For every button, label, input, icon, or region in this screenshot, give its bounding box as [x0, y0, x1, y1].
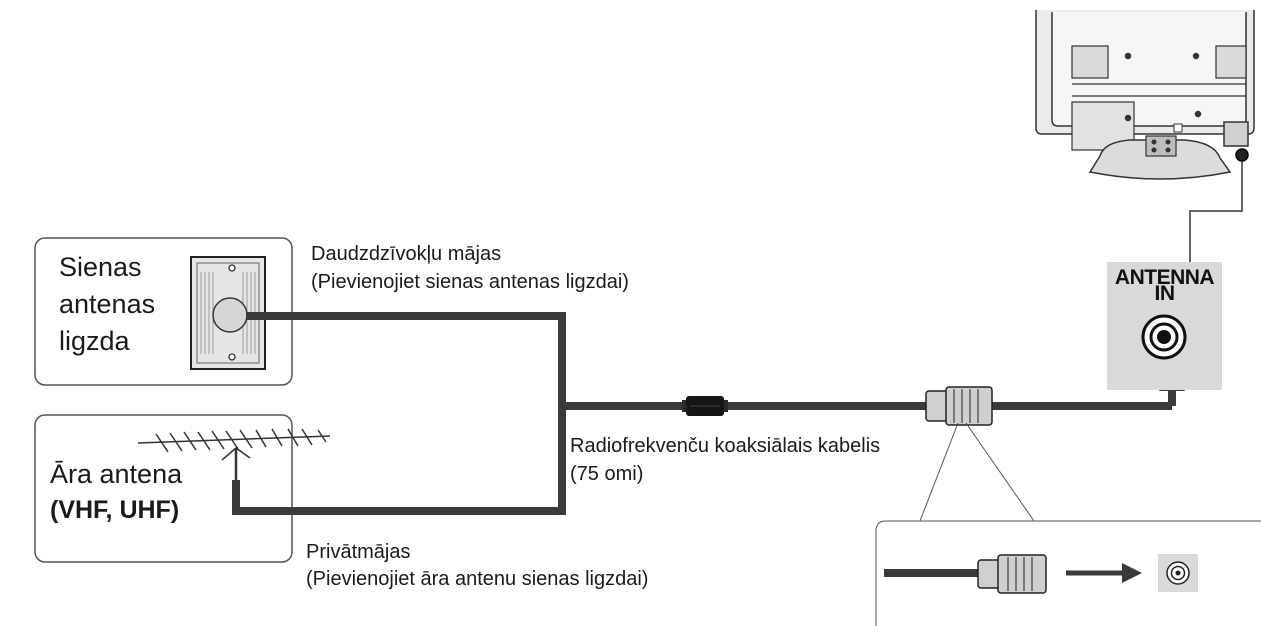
outdoor-box-title: Āra antena — [50, 459, 183, 489]
zoom-callout — [875, 422, 1261, 626]
outdoor-antenna-box — [34, 414, 293, 563]
zoom-plug-detail — [884, 554, 1198, 594]
coax-plug-icon — [925, 386, 993, 426]
antenna-in-label-2: IN — [1154, 282, 1176, 305]
wall-box-line-1: Sienas — [59, 252, 142, 282]
antenna-in-label-1: ANTENNA — [1114, 266, 1215, 289]
tv-rear-icon — [1035, 10, 1255, 180]
apartment-label-line-2: (Pievienojiet sienas antenas ligzdai) — [311, 271, 629, 293]
house-label-line-2: (Pievienojiet āra antenu sienas ligzdai) — [306, 568, 649, 590]
apartment-label-line-1: Daudzdzīvokļu mājas — [311, 243, 502, 265]
outdoor-box-subtitle: (VHF, UHF) — [50, 496, 180, 524]
outdoor-antenna-icon — [137, 428, 331, 480]
cable-label-line-1: Radiofrekvenču koaksiālais kabelis — [570, 435, 881, 457]
antenna-in-jack-icon — [1141, 314, 1187, 360]
wall-box-line-3: ligzda — [59, 326, 130, 356]
tv-cable — [1189, 161, 1243, 262]
wall-box-line-2: antenas — [59, 289, 156, 319]
house-label-line-1: Privātmājas — [306, 541, 411, 563]
cable-label-line-2: (75 omi) — [570, 463, 644, 485]
coax-cable — [232, 312, 1176, 515]
